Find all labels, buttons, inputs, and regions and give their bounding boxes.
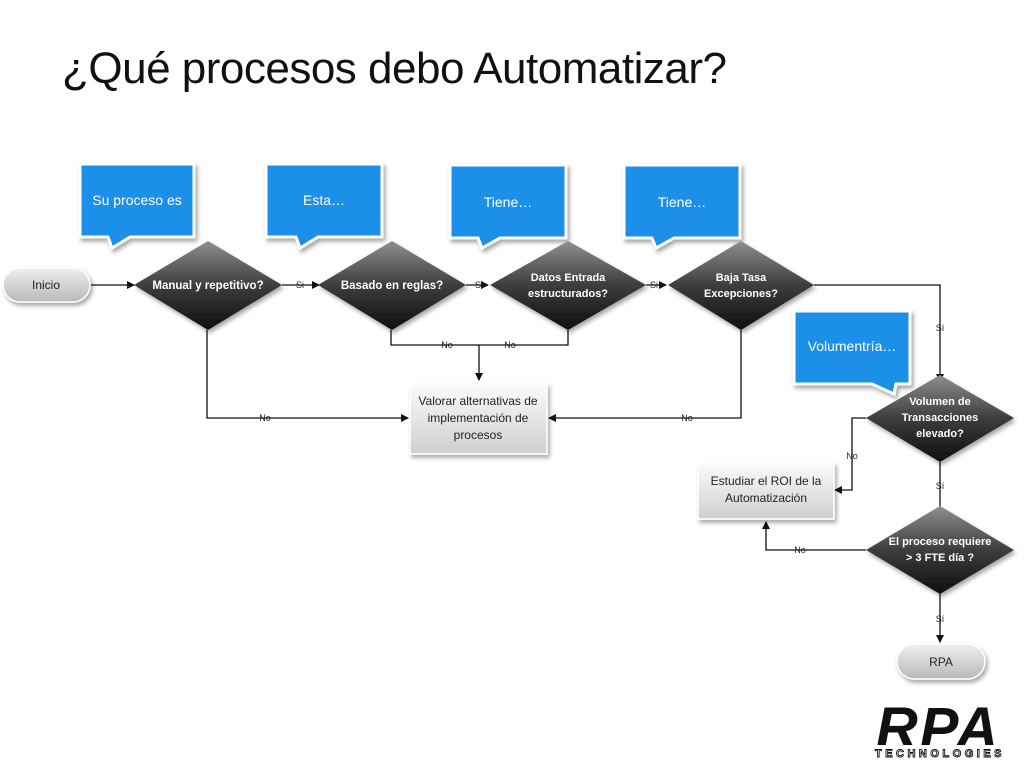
node-inicio <box>2 267 91 303</box>
decision-basado-reglas <box>318 241 466 330</box>
edge-label-no-5: No <box>846 451 858 461</box>
edge-label-si-1: Si <box>296 280 304 290</box>
edge-label-si-4: Sí <box>936 323 945 333</box>
edge-label-no-3: No <box>504 340 516 350</box>
callout-esta <box>264 162 384 251</box>
edge-label-si-6: Sí <box>936 614 945 624</box>
callout-volumentria-text: Volumentría… <box>808 338 897 354</box>
box-valorar-line1: Valorar alternativas de <box>418 394 538 408</box>
rpa-technologies-logo: RPA TECHNOLOGIES <box>866 696 1016 761</box>
callout-tiene-2 <box>622 163 742 251</box>
node-inicio-text: Inicio <box>32 278 60 292</box>
callout-tiene-1-text: Tiene… <box>484 194 533 210</box>
callout-esta-text: Esta… <box>303 192 345 208</box>
decision-fte-line1: El proceso requiere <box>889 536 992 548</box>
slide-title: ¿Qué procesos debo Automatizar? <box>62 44 727 93</box>
box-estudiar-line2: Automatización <box>725 491 807 505</box>
node-rpa-text: RPA <box>929 655 953 669</box>
decision-manual-repetitivo-text: Manual y repetitivo? <box>152 280 263 292</box>
edge-label-no-4: No <box>681 413 693 423</box>
decision-basado-reglas-text: Basado en reglas? <box>341 280 443 292</box>
box-valorar-line3: procesos <box>454 428 503 442</box>
edge-label-no-6: No <box>794 545 806 555</box>
decision-manual-repetitivo <box>134 241 282 330</box>
edge-label-si-5: Sí <box>936 481 945 491</box>
callout-tiene-2-text: Tiene… <box>658 194 707 210</box>
callout-su-proceso-text: Su proceso es <box>92 192 182 208</box>
callout-su-proceso <box>78 162 196 251</box>
box-valorar-alternativas <box>409 383 548 455</box>
decision-datos-entrada-line1: Datos Entrada <box>531 272 606 284</box>
decision-fte-line2: > 3 FTE día ? <box>906 552 974 564</box>
decision-datos-entrada <box>490 241 646 330</box>
decision-baja-tasa-line1: Baja Tasa <box>716 272 767 284</box>
logo-sub-text: TECHNOLOGIES <box>875 748 1005 760</box>
callout-tiene-1 <box>448 163 568 251</box>
callout-volumentria <box>792 309 912 397</box>
decision-volumen <box>866 375 1014 462</box>
node-rpa <box>896 643 986 680</box>
decision-baja-tasa-line2: Excepciones? <box>704 288 778 300</box>
box-valorar-line2: implementación de <box>428 411 529 425</box>
edge-label-si-3: Si <box>650 280 658 290</box>
decision-fte <box>866 506 1014 594</box>
decision-volumen-line3: elevado? <box>916 428 964 440</box>
decision-volumen-line1: Volumen de <box>909 396 971 408</box>
box-estudiar-roi <box>697 462 835 520</box>
box-estudiar-line1: Estudiar el ROI de la <box>711 474 822 488</box>
connectors <box>90 281 944 643</box>
edge-label-si-2: Si <box>475 280 483 290</box>
edge-label-no-2: No <box>441 340 453 350</box>
decision-volumen-line2: Transacciones <box>902 412 978 424</box>
decision-baja-tasa <box>668 241 814 330</box>
decision-datos-entrada-line2: estructurados? <box>528 288 608 300</box>
edge-label-no-1: No <box>259 413 271 423</box>
